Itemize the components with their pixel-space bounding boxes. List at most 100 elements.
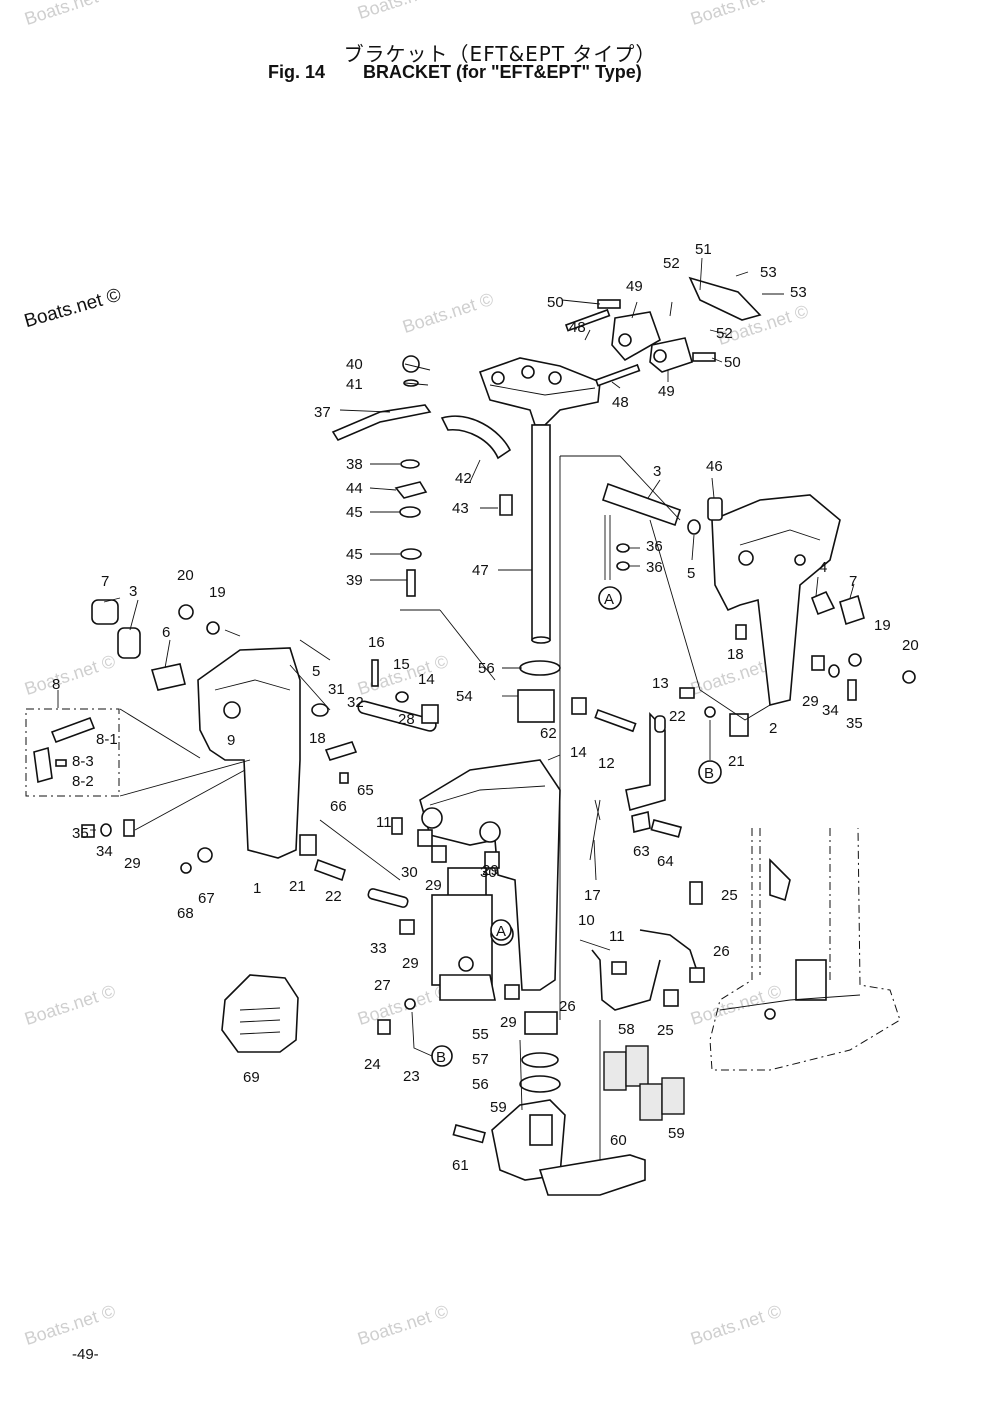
part-label: 3 — [129, 583, 137, 600]
part-label: 5 — [687, 565, 695, 582]
page-number: -49- — [72, 1346, 99, 1363]
part-label: 8-1 — [96, 731, 118, 748]
part-label: 11 — [376, 814, 392, 831]
part-label: 34 — [96, 843, 113, 860]
part-label: 50 — [724, 354, 741, 371]
part-label: 67 — [198, 890, 215, 907]
part-label: 19 — [209, 584, 226, 601]
part-label: 43 — [452, 500, 469, 517]
part-label: 59 — [668, 1125, 685, 1142]
part-label: 50 — [547, 294, 564, 311]
small-parts-column — [331, 355, 513, 597]
part-label: 21 — [728, 753, 745, 770]
part-label: 2 — [769, 720, 777, 737]
part-label: 13 — [652, 675, 669, 692]
part-label: 27 — [374, 977, 391, 994]
part-label: 60 — [610, 1132, 627, 1149]
callout-a: A — [496, 923, 506, 940]
part-label: 52 — [663, 255, 680, 272]
part-label: 26 — [559, 998, 576, 1015]
part-label: 47 — [472, 562, 489, 579]
part-label: 4 — [819, 559, 827, 576]
part-label: 15 — [393, 656, 410, 673]
part-label: 58 — [618, 1021, 635, 1038]
part-label: 8 — [52, 676, 60, 693]
part-label: 3 — [653, 463, 661, 480]
part-label: 17 — [584, 887, 601, 904]
clamp-bracket-port — [25, 599, 346, 882]
part-label: 32 — [347, 694, 364, 711]
part-label: 42 — [455, 470, 472, 487]
part-label: 36 — [646, 559, 663, 576]
part-label: 41 — [346, 376, 363, 393]
part-label: 37 — [314, 404, 331, 421]
part-label: 30 — [401, 864, 418, 881]
part-label: 68 — [177, 905, 194, 922]
part-label: 14 — [418, 671, 435, 688]
part-label: 53 — [760, 264, 777, 281]
part-label: 22 — [669, 708, 686, 725]
part-label: 45 — [346, 546, 363, 563]
part-label: 30 — [480, 864, 497, 881]
part-label: 64 — [657, 853, 674, 870]
part-label: 35 — [846, 715, 863, 732]
part-label: 65 — [357, 782, 374, 799]
part-label: 8-2 — [72, 773, 94, 790]
part-label: 12 — [598, 755, 615, 772]
figure-label: Fig. 14 — [268, 62, 326, 82]
part-label: 48 — [612, 394, 629, 411]
leader-lines — [57, 257, 855, 1160]
part-label: 21 — [289, 878, 306, 895]
part-label: 66 — [330, 798, 347, 815]
bushings-and-bolts — [311, 659, 749, 1000]
part-label: 55 — [472, 1026, 489, 1043]
part-label: 38 — [346, 456, 363, 473]
tilt-cylinder — [431, 867, 514, 1001]
part-label: 46 — [706, 458, 723, 475]
part-label: 29 — [124, 855, 141, 872]
part-label: 22 — [325, 888, 342, 905]
part-label: 18 — [727, 646, 744, 663]
callout-b: B — [704, 765, 714, 782]
part-label: 7 — [849, 573, 857, 590]
part-label: 35 — [72, 825, 89, 842]
part-label: 39 — [346, 572, 363, 589]
part-label: 1 — [253, 880, 261, 897]
part-label: 44 — [346, 480, 363, 497]
part-label: 9 — [227, 732, 235, 749]
part-label: 33 — [370, 940, 387, 957]
part-label: 45 — [346, 504, 363, 521]
part-label: 62 — [540, 725, 557, 742]
part-label: 59 — [490, 1099, 507, 1116]
part-label: 14 — [570, 744, 587, 761]
wires-B — [411, 881, 705, 1067]
swivel-bracket — [357, 660, 561, 1093]
part-label: 49 — [626, 278, 643, 295]
part-label: 54 — [456, 688, 473, 705]
part-label: 26 — [713, 943, 730, 960]
part-label: 63 — [633, 843, 650, 860]
callout-b: B — [436, 1049, 446, 1066]
part-label: 10 — [578, 912, 595, 929]
part-label: 36 — [646, 538, 663, 555]
trim-bracket-pivots — [564, 276, 762, 387]
part-label: 20 — [177, 567, 194, 584]
part-label: 20 — [902, 637, 919, 654]
part-label: 29 — [802, 693, 819, 710]
part-label: 18 — [309, 730, 326, 747]
part-label: 29 — [425, 877, 442, 894]
part-label: 5 — [312, 663, 320, 680]
part-label: 29 — [482, 862, 499, 879]
steering-arm-assembly — [478, 357, 601, 426]
part-label: 25 — [657, 1022, 674, 1039]
part-label: 29 — [402, 955, 419, 972]
part-label: 49 — [658, 383, 675, 400]
part-number-labels: 1 2 3 3 4 5 5 6 7 7 8 8-1 8-2 8-3 9 10 1… — [52, 241, 919, 1174]
steering-shaft — [531, 424, 551, 644]
lower-mount-parts — [377, 998, 685, 1196]
part-label: 69 — [243, 1069, 260, 1086]
part-label: 48 — [569, 319, 586, 336]
